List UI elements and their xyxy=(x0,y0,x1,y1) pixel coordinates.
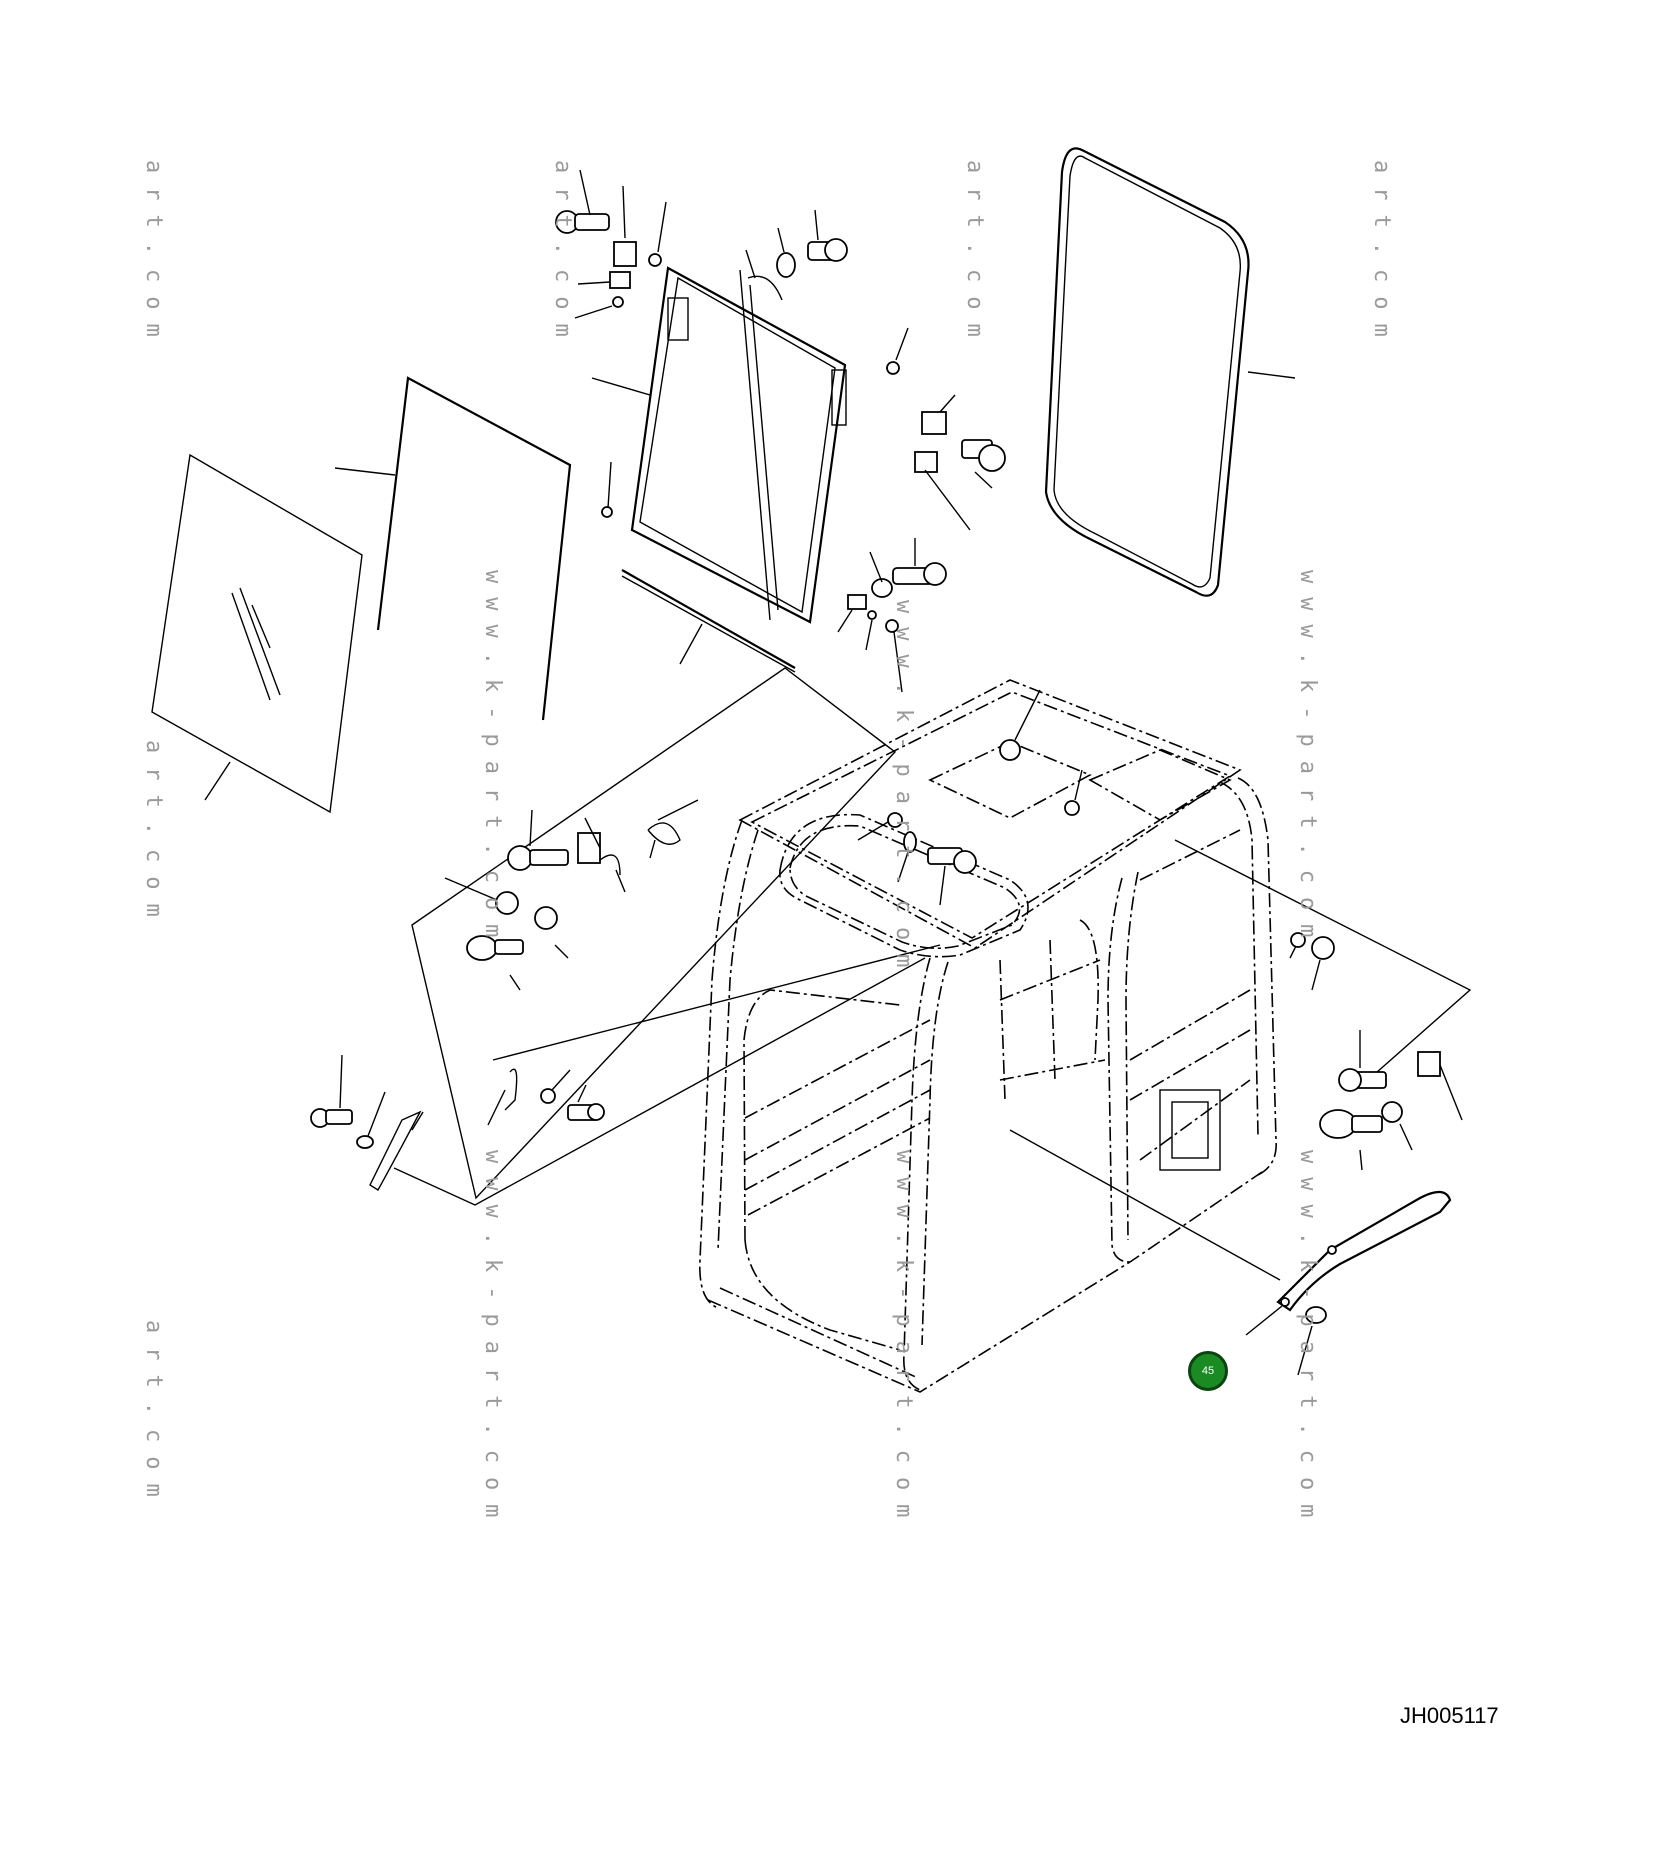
watermark-text: art.com xyxy=(1369,160,1394,351)
door-latch-hardware xyxy=(601,327,1006,693)
watermark-text: www.k-part.com xyxy=(891,600,916,982)
door-frame xyxy=(591,266,847,624)
watermark-text: art.com xyxy=(141,1320,166,1511)
watermark-text: art.com xyxy=(141,160,166,351)
cab-frame xyxy=(699,679,1277,1393)
lower-left-hardware xyxy=(310,944,941,1206)
watermark-text: www.k-part.com xyxy=(891,1150,916,1532)
door-rubber-strip xyxy=(621,569,796,673)
callout-label: 45 xyxy=(1201,1365,1215,1377)
glass-seal-strip xyxy=(334,376,572,721)
watermark-text: art.com xyxy=(550,160,575,351)
callout-badge-45[interactable]: 45 xyxy=(1188,1351,1228,1391)
watermark-text: www.k-part.com xyxy=(480,1150,505,1532)
window-seal xyxy=(1044,147,1296,597)
drawing-code: JH005117 xyxy=(1400,1703,1499,1728)
leader-line xyxy=(204,761,231,801)
grab-handle xyxy=(1245,1190,1452,1376)
left-bracket-hardware xyxy=(411,667,897,1200)
watermark-text: art.com xyxy=(141,740,166,931)
side-glass-pane xyxy=(151,453,363,814)
top-hinge-hardware xyxy=(555,169,848,319)
watermark-text: www.k-part.com xyxy=(480,570,505,952)
right-bracket-hardware xyxy=(1009,839,1472,1281)
watermark-text: www.k-part.com xyxy=(1295,570,1320,952)
watermark-text: www.k-part.com xyxy=(1295,1150,1320,1532)
roof-fittings xyxy=(857,689,1083,906)
watermark-text: art.com xyxy=(962,160,987,351)
